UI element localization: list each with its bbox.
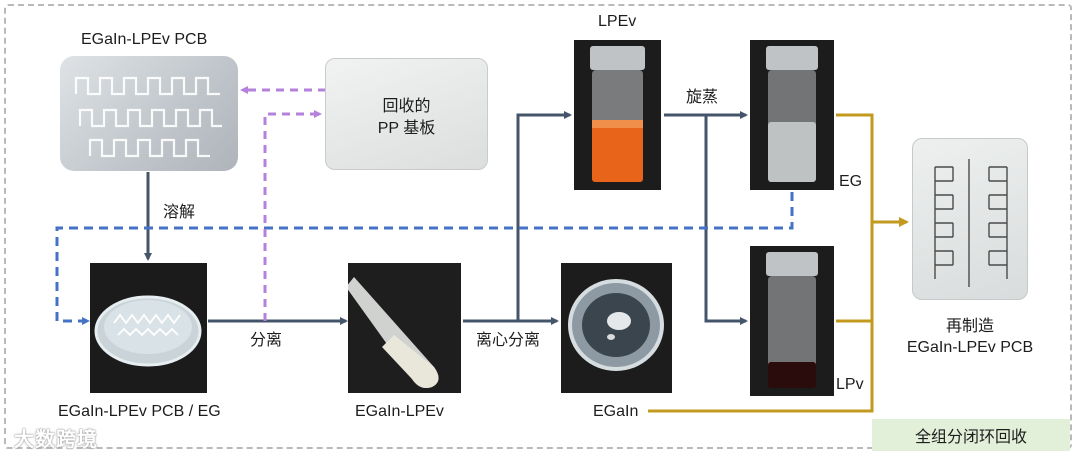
pcb-eg-label: EGaIn-LPEv PCB / EG (58, 403, 221, 420)
separate-label: 分离 (250, 332, 283, 349)
lpev-label: LPEv (598, 13, 637, 30)
pp-substrate-line1: 回收的 (382, 98, 431, 115)
watermark-text: 大数跨境 (14, 429, 98, 451)
closed-loop-label: 全组分闭环回收 (914, 429, 1027, 446)
eg-vial-photo (750, 40, 834, 190)
egain-vial-photo (561, 263, 672, 393)
pp-substrate-line2: PP 基板 (377, 120, 436, 137)
pcb-photo (60, 56, 238, 171)
pp-substrate-label: 回收的 PP 基板 (325, 96, 488, 140)
closed-loop-badge: 全组分闭环回收 (872, 419, 1070, 451)
remake-line1: 再制造 (945, 318, 994, 335)
dissolve-label: 溶解 (163, 204, 196, 221)
centrifuge-label: 离心分离 (476, 332, 541, 349)
egain-label: EGaIn (593, 403, 639, 420)
eg-label: EG (839, 173, 863, 190)
arrow-eg-recycle (55, 192, 794, 325)
line-egain-gold (648, 321, 874, 413)
egain-lpev-label: EGaIn-LPEv (355, 403, 444, 420)
watermark: 大数跨境 (14, 423, 98, 452)
remade-pcb-photo (912, 138, 1028, 300)
arrow-centrifuge-lpev (516, 111, 572, 321)
lpv-label: LPv (836, 376, 864, 393)
rotary-evap-label: 旋蒸 (686, 89, 719, 106)
arrow-pp-recycle (263, 110, 322, 321)
pcb-title: EGaIn-LPEv PCB (81, 31, 208, 48)
lpv-vial-photo (750, 246, 834, 396)
remake-label: 再制造 EGaIn-LPEv PCB (892, 316, 1048, 358)
line-eg-gold (836, 113, 874, 222)
lpev-vial-photo (574, 40, 661, 190)
diagram-frame (4, 4, 1072, 449)
petri-dish-photo (90, 263, 207, 393)
egain-lpev-tube-photo (348, 263, 461, 393)
pp-substrate-photo (325, 58, 488, 170)
remake-line2: EGaIn-LPEv PCB (906, 339, 1034, 356)
line-lpv-gold (836, 222, 874, 323)
arrow-evap-lpv (704, 115, 748, 325)
